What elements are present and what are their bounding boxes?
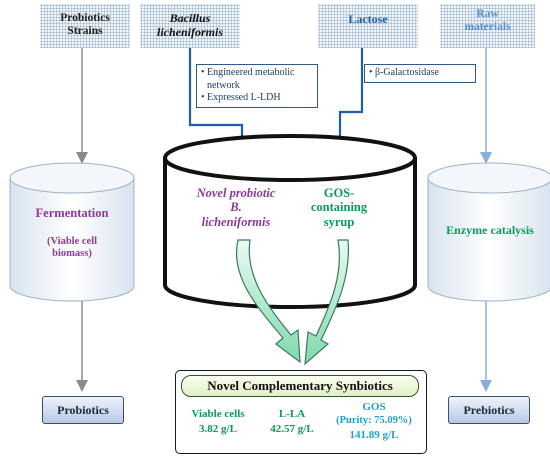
lactose-box bbox=[318, 4, 418, 48]
probiotics-button: Probiotics bbox=[42, 396, 124, 424]
center-cylinder bbox=[163, 134, 417, 309]
bacillus-notes: • Engineered metabolic network • Express… bbox=[196, 64, 318, 108]
enzyme-catalysis-label: Enzyme catalysis bbox=[446, 223, 534, 237]
note-galactosidase: β-Galactosidase bbox=[375, 67, 439, 78]
lactose-note: • β-Galactosidase bbox=[364, 64, 476, 83]
viable-biomass-label: (Viable cell biomass) bbox=[46, 236, 98, 260]
note-expressed: Expressed L-LDH bbox=[207, 92, 281, 103]
probiotics-strains-label: Probiotics Strains bbox=[60, 12, 110, 38]
big-arrow-left bbox=[236, 239, 301, 364]
left-cylinder bbox=[9, 162, 135, 302]
result-title: Novel Complementary Synbiotics bbox=[181, 375, 419, 397]
gos-label: GOS bbox=[362, 401, 386, 413]
bullet-icon: • bbox=[201, 92, 205, 103]
viable-cells-label: Viable cells bbox=[191, 408, 245, 420]
viable-cells-value: 3.82 g/L bbox=[199, 423, 237, 435]
gos-syrup-label: GOS-containing syrup bbox=[310, 186, 368, 229]
bacillus-box bbox=[140, 4, 240, 48]
gos-purity: (Purity: 75.09%) bbox=[336, 415, 412, 426]
bacillus-label: Bacillus licheniformis bbox=[156, 11, 223, 39]
right-cylinder bbox=[427, 162, 550, 302]
raw-materials-box bbox=[440, 4, 535, 48]
probiotics-strains-box bbox=[40, 4, 130, 48]
gos-value: 141.89 g/L bbox=[349, 429, 399, 441]
lla-label: L-LA bbox=[278, 408, 306, 420]
note-engineered: Engineered metabolic network bbox=[207, 67, 295, 91]
bullet-icon: • bbox=[369, 67, 373, 78]
raw-materials-label: Raw materials bbox=[464, 8, 511, 34]
lla-value: 42.57 g/L bbox=[270, 423, 314, 435]
big-arrow-right bbox=[304, 239, 350, 366]
novel-probiotic-label: Novel probiotic B. licheniformis bbox=[196, 186, 276, 229]
bullet-icon: • bbox=[201, 67, 205, 78]
lactose-label: Lactose bbox=[348, 12, 388, 26]
prebiotics-button: Prebiotics bbox=[448, 396, 530, 424]
fermentation-label: Fermentation bbox=[35, 206, 109, 220]
